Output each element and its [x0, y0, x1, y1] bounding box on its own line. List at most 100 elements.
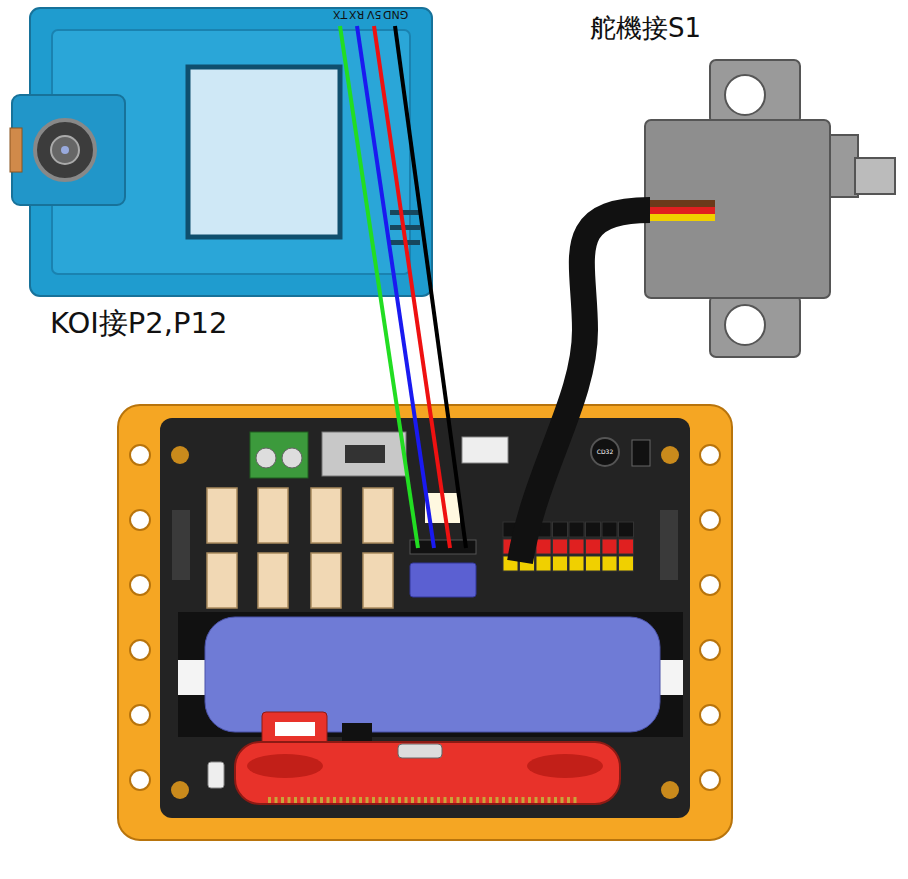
koi-wires [340, 26, 466, 548]
edge-pin [437, 797, 440, 803]
edge-pin [548, 797, 551, 803]
edge-pin [418, 797, 421, 803]
illustration-part [660, 510, 678, 580]
edge-pin [288, 797, 291, 803]
illustration-part [322, 432, 406, 476]
header-pin [536, 556, 551, 571]
illustration-part [207, 553, 237, 608]
illustration-part [258, 488, 288, 543]
illustration-part [247, 754, 323, 778]
illustration-part [51, 136, 79, 164]
illustration-part [710, 60, 800, 124]
illustration-part [363, 488, 393, 543]
edge-pin [515, 797, 518, 803]
illustration-part [130, 770, 150, 790]
edge-pin [483, 797, 486, 803]
header-pin [536, 539, 551, 554]
edge-pin [424, 797, 427, 803]
edge-pin [320, 797, 323, 803]
koi-module [10, 8, 432, 296]
illustration-part [12, 95, 125, 205]
header-pin [602, 522, 617, 537]
edge-pin [314, 797, 317, 803]
edge-pin [385, 797, 388, 803]
illustration-part [725, 75, 765, 115]
edge-pin [567, 797, 570, 803]
illustration-part [710, 295, 800, 357]
header-pin [619, 539, 634, 554]
illustration-part [61, 146, 69, 154]
illustration-part [632, 440, 650, 466]
illustration-part [311, 553, 341, 608]
servo-cable [520, 210, 650, 562]
header-pin [619, 556, 634, 571]
edge-pin [489, 797, 492, 803]
servo-note: 舵機接S1 [590, 14, 701, 43]
edge-pin [541, 797, 544, 803]
edge-pin [431, 797, 434, 803]
servo [635, 60, 895, 357]
illustration-part [855, 158, 895, 194]
edge-pin [281, 797, 284, 803]
edge-pin [340, 797, 343, 803]
edge-pin [561, 797, 564, 803]
illustration-part [390, 210, 420, 215]
koi-note: KOI接P2,P12 [50, 308, 227, 340]
illustration-part [256, 448, 276, 468]
edge-pin [496, 797, 499, 803]
illustration-part [178, 612, 683, 737]
header-pin [553, 556, 568, 571]
header-pin [569, 522, 584, 537]
edge-pin [307, 797, 310, 803]
header-pin [602, 556, 617, 571]
illustration-part [282, 448, 302, 468]
illustration-part [130, 705, 150, 725]
edge-pin [554, 797, 557, 803]
edge-pin [509, 797, 512, 803]
header-pin [569, 539, 584, 554]
illustration-part [398, 744, 442, 758]
edge-pin [502, 797, 505, 803]
edge-pin [268, 797, 271, 803]
edge-pin [528, 797, 531, 803]
illustration-part [462, 437, 508, 463]
illustration-part [725, 305, 765, 345]
illustration-part [118, 405, 732, 840]
edge-pin [372, 797, 375, 803]
illustration-part [700, 705, 720, 725]
edge-pin [476, 797, 479, 803]
edge-pin [444, 797, 447, 803]
illustration-part [178, 660, 208, 695]
edge-pin [379, 797, 382, 803]
illustration-part [700, 445, 720, 465]
illustration-part [363, 553, 393, 608]
edge-pin [450, 797, 453, 803]
illustration-part [130, 445, 150, 465]
header-pin [586, 539, 601, 554]
illustration-part [830, 135, 858, 197]
illustration-part [700, 640, 720, 660]
illustration-part [130, 640, 150, 660]
illustration-part [130, 575, 150, 595]
illustration-part [268, 797, 577, 803]
component-marking: CD32 [597, 449, 613, 456]
illustration-part [207, 488, 237, 543]
illustration-part [700, 770, 720, 790]
expansion-board [118, 405, 732, 840]
edge-pin [353, 797, 356, 803]
header-pin [586, 522, 601, 537]
edge-pin [333, 797, 336, 803]
illustration-part [661, 446, 679, 464]
edge-pin [535, 797, 538, 803]
illustration-part [700, 575, 720, 595]
edge-pin [366, 797, 369, 803]
illustration-part [374, 26, 450, 548]
pin-label: 5V [367, 8, 382, 20]
illustration-part [35, 120, 95, 180]
edge-pin [359, 797, 362, 803]
illustration-part [171, 446, 189, 464]
edge-pin [301, 797, 304, 803]
edge-pin [398, 797, 401, 803]
illustration-part [527, 754, 603, 778]
